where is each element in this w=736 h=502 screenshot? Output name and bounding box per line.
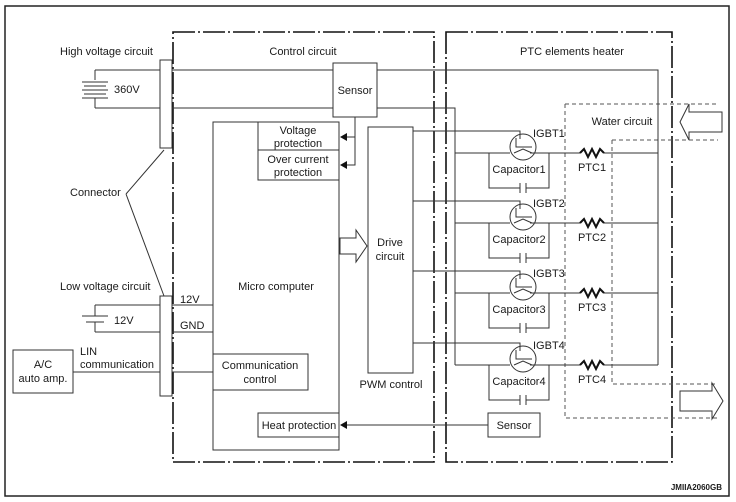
hv-connector [159,59,173,149]
hv-battery-icon [82,81,108,99]
capacitor-label: Capacitor4 [492,376,545,388]
igbt-label: IGBT4 [533,340,565,352]
ptc-label: PTC3 [578,302,606,314]
connector-leader [125,149,165,297]
capacitor-icon [519,323,527,333]
drive-circuit-box [367,126,414,374]
igbt-symbol [513,208,533,224]
connector-label: Connector [70,187,121,199]
drive-circuit-label-1: Drive [377,237,403,249]
ptc-resistor-icon [579,216,605,230]
capacitor-loop [488,365,550,401]
low-voltage-value: 12V [114,315,134,327]
capacitor-loop [488,153,550,189]
low-voltage-circuit-label: Low voltage circuit [60,281,151,293]
arrow-to-over-current-icon [340,161,347,169]
capacitor-icon [519,183,527,193]
voltage-protection-label-2: protection [274,138,322,150]
igbt-symbol [513,278,533,294]
ptc-heater-label: PTC elements heater [520,46,624,58]
voltage-protection-label-1: Voltage [280,125,317,137]
pin-gnd-label: GND [180,320,205,332]
figure-code: JMIIA2060GB [671,483,722,492]
igbt-symbol [513,138,533,154]
ac-auto-amp-label-1: A/C [34,359,52,371]
heater-sensor-label: Sensor [497,420,532,432]
pwm-control-label: PWM control [360,379,423,391]
ptc-label: PTC4 [578,374,606,386]
control-sensor-box [332,62,378,118]
ptc-label: PTC2 [578,232,606,244]
drive-circuit-label-2: circuit [376,251,405,263]
outer-frame [4,5,730,497]
ac-auto-amp-box [12,349,74,394]
igbt-symbol [513,350,533,366]
sensor-feed [346,117,356,166]
gate-wire [413,130,521,139]
lin-label-2: communication [80,359,154,371]
capacitor-loop [488,223,550,259]
water-outlet-arrow-icon [679,381,724,421]
hv-wire [94,69,160,109]
lv-wire [94,304,160,333]
lv-connector [159,295,173,397]
over-current-protection-label-1: Over current [267,154,328,166]
capacitor-label: Capacitor1 [492,164,545,176]
igbt-icon [509,133,537,161]
lin-label-1: LIN [80,346,97,358]
hv-bus-top [172,69,659,153]
heater-sensor-box [487,412,541,438]
gate-wire [413,270,521,279]
arrow-to-heat-protection-icon [340,421,347,429]
heat-protection-label: Heat protection [262,420,337,432]
ptc-label: PTC1 [578,162,606,174]
ptc-heater-boundary [445,31,673,463]
lv-battery-icon [82,315,108,323]
micro-to-drive-arrow-icon [339,228,368,264]
communication-control-box [212,353,309,391]
high-voltage-circuit-label: High voltage circuit [60,46,153,58]
igbt-label: IGBT2 [533,198,565,210]
high-voltage-value: 360V [114,84,140,96]
capacitor-icon [519,395,527,405]
ptc-resistor-icon [579,146,605,160]
capacitor-label: Capacitor3 [492,304,545,316]
ac-auto-amp-label-2: auto amp. [19,373,68,385]
control-circuit-label: Control circuit [269,46,336,58]
control-circuit-boundary [172,31,435,463]
ptc-resistor-icon [579,358,605,372]
micro-computer-label: Micro computer [238,281,314,293]
igbt-icon [509,273,537,301]
pin-12v-label: 12V [180,294,200,306]
over-current-protection-box [257,149,340,181]
heat-protection-box [257,412,340,438]
gate-wire [413,200,521,209]
igbt-icon [509,345,537,373]
communication-control-label-2: control [243,374,276,386]
over-current-protection-label-2: protection [274,167,322,179]
ptc-resistor-icon [579,286,605,300]
water-inlet-arrow-icon [679,103,723,141]
capacitor-label: Capacitor2 [492,234,545,246]
igbt-label: IGBT1 [533,128,565,140]
control-sensor-label: Sensor [338,85,373,97]
capacitor-loop [488,293,550,329]
igbt-label: IGBT3 [533,268,565,280]
lv-pin-wires [172,304,213,373]
igbt-icon [509,203,537,231]
arrow-to-voltage-protection-icon [340,133,347,141]
hv-bus-bottom [172,107,456,365]
gate-wire [413,342,521,351]
water-circuit-label: Water circuit [592,116,653,128]
capacitor-icon [519,253,527,263]
communication-control-label-1: Communication [222,360,298,372]
